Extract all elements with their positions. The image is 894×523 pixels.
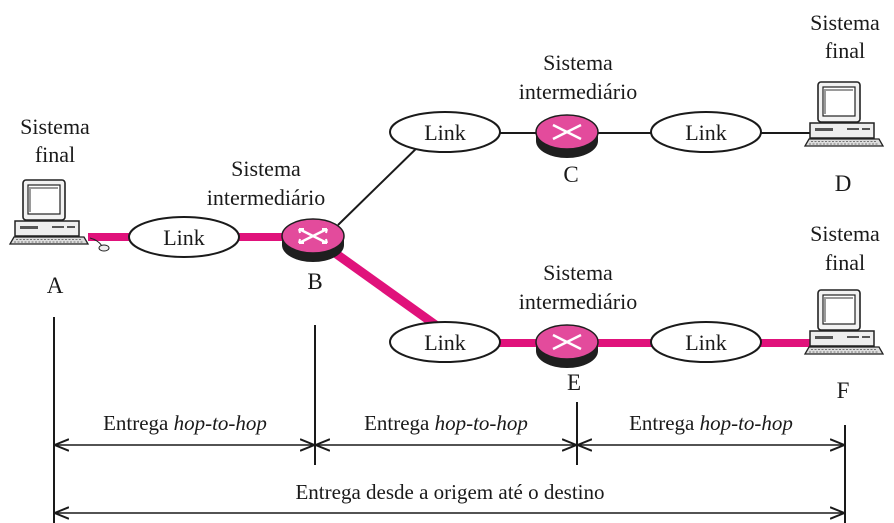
- end-system-d-line1: Sistema: [810, 10, 880, 35]
- intermediate-e-line2: intermediário: [519, 289, 638, 314]
- desktop-computer-icon: [804, 289, 884, 355]
- intermediate-b-line1: Sistema: [231, 156, 301, 181]
- computer-d: [804, 81, 884, 147]
- intermediate-e-line1: Sistema: [543, 260, 613, 285]
- link-label: Link: [424, 120, 466, 145]
- hop-arrows: [56, 445, 843, 513]
- router-icon: [535, 114, 599, 158]
- end-system-f-line2: final: [825, 250, 865, 275]
- desktop-computer-icon: [9, 179, 89, 245]
- router-e: [535, 324, 599, 368]
- link-label: Link: [685, 330, 727, 355]
- node-label-d: D: [835, 171, 852, 196]
- link-bc: Link: [389, 111, 501, 153]
- link-label: Link: [163, 225, 205, 250]
- hop2-delivery-label: Entrega hop-to-hop: [364, 411, 528, 435]
- intermediate-c-line2: intermediário: [519, 79, 638, 104]
- link-b-c: [337, 139, 426, 226]
- link-b-e: [332, 249, 440, 330]
- intermediate-b-line2: intermediário: [207, 185, 326, 210]
- router-icon: [281, 218, 345, 262]
- computer-f: [804, 289, 884, 355]
- node-label-e: E: [567, 370, 581, 395]
- node-label-c: C: [563, 162, 578, 187]
- router-c: [535, 114, 599, 158]
- link-label: Link: [685, 120, 727, 145]
- node-label-f: F: [837, 378, 850, 403]
- node-label-a: A: [47, 273, 64, 298]
- node-label-b: B: [307, 269, 322, 294]
- router-icon: [535, 324, 599, 368]
- intermediate-c-line1: Sistema: [543, 50, 613, 75]
- link-ab: Link: [128, 216, 240, 258]
- hop3-delivery-label: Entrega hop-to-hop: [629, 411, 793, 435]
- delimiters: [53, 317, 846, 523]
- end-system-f-line1: Sistema: [810, 221, 880, 246]
- hop1-delivery-label: Entrega hop-to-hop: [103, 411, 267, 435]
- link-label: Link: [424, 330, 466, 355]
- link-ef: Link: [650, 321, 762, 363]
- router-b: [281, 218, 345, 262]
- end-to-end-delivery-label: Entrega desde a origem até o destino: [295, 480, 604, 504]
- end-system-a-line2: final: [35, 142, 75, 167]
- computer-a: [9, 179, 110, 252]
- link-cd: Link: [650, 111, 762, 153]
- end-system-d-line2: final: [825, 38, 865, 63]
- desktop-computer-icon: [804, 81, 884, 147]
- end-system-a-line1: Sistema: [20, 114, 90, 139]
- link-be: Link: [389, 321, 501, 363]
